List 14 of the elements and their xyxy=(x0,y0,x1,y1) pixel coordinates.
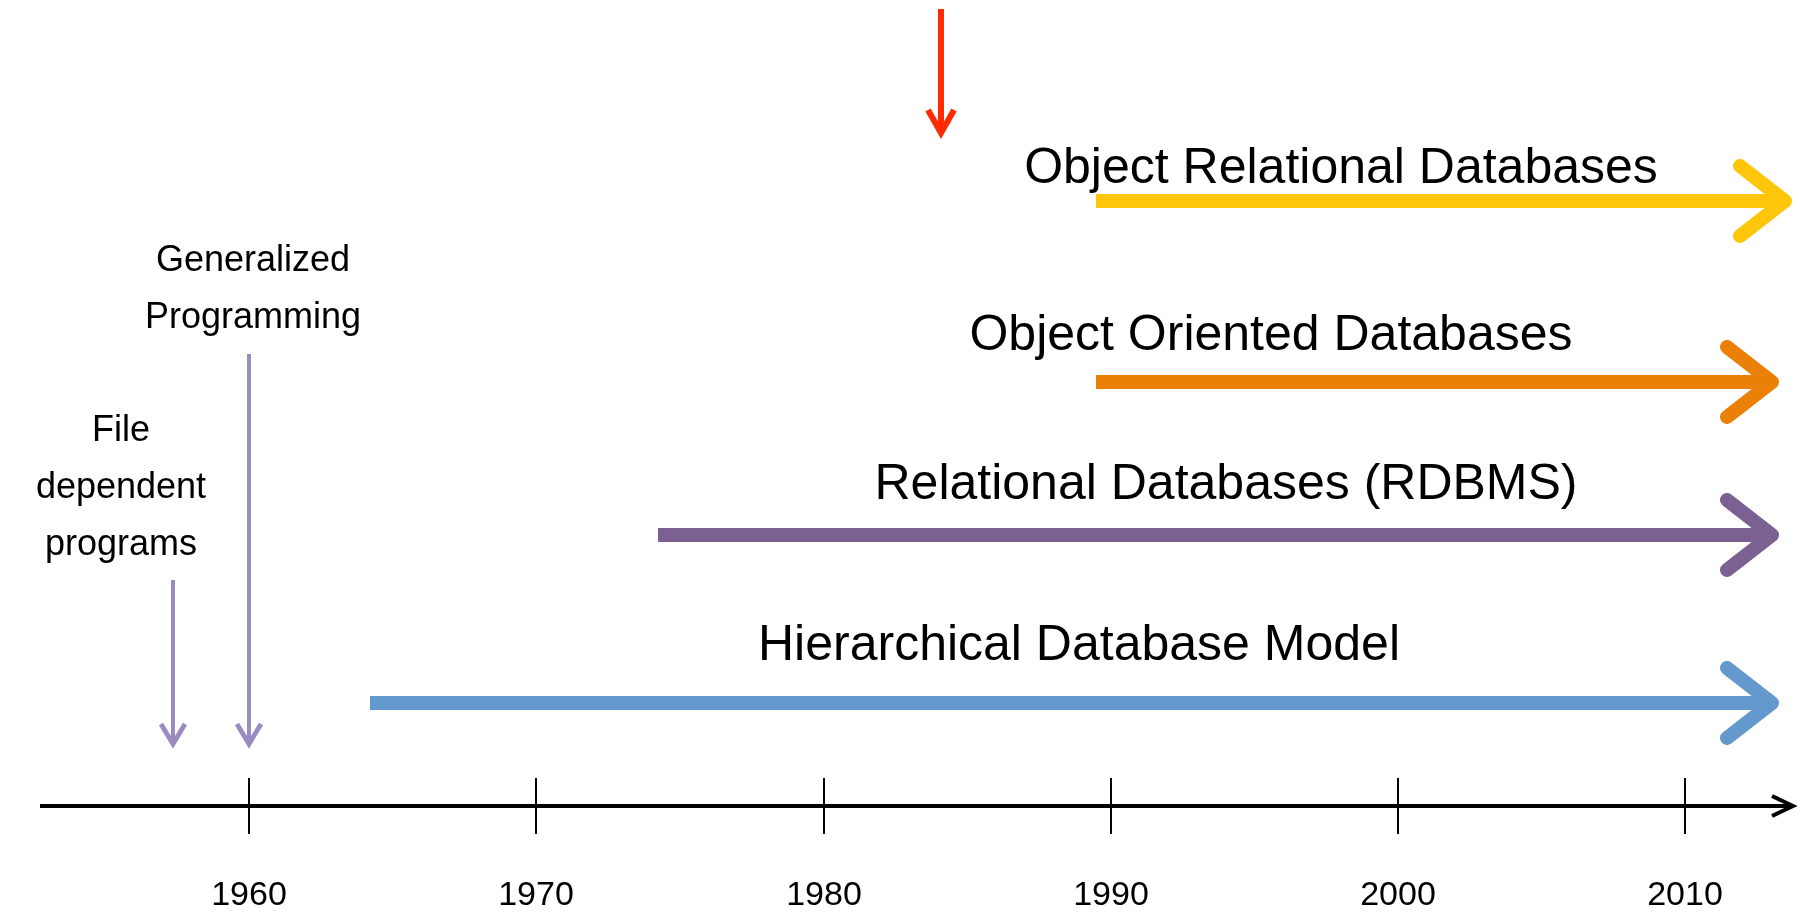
event-label: Generalized Programming xyxy=(103,230,403,344)
period-label: Relational Databases (RDBMS) xyxy=(874,453,1578,511)
period-label: Object Oriented Databases xyxy=(969,304,1573,362)
year-label: 2010 xyxy=(1647,873,1723,913)
year-label: 1960 xyxy=(211,873,287,913)
year-label: 1970 xyxy=(498,873,574,913)
event-arrow xyxy=(234,354,264,747)
year-label: 1990 xyxy=(1073,873,1149,913)
year-label: 2000 xyxy=(1360,873,1436,913)
period-label: Object Relational Databases xyxy=(1024,137,1658,195)
period-label: Hierarchical Database Model xyxy=(758,614,1400,672)
event-arrow xyxy=(158,580,188,747)
year-label: 1980 xyxy=(786,873,862,913)
event-label: File dependent programs xyxy=(26,400,216,571)
